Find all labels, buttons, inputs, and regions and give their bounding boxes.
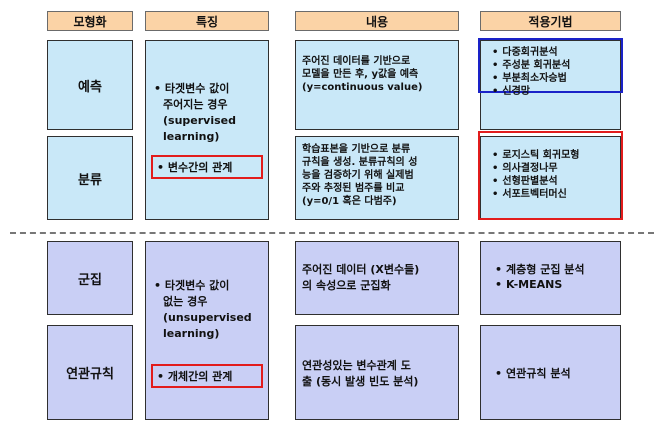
classification-desc-line-1: 학습표본을 기반으로 분류 [302,144,411,155]
bullet-icon: • [154,82,165,95]
unsupervised-features-panel: • 타겟변수 값이 없는 경우 (unsupervised learning) … [145,241,269,420]
prediction-tech-item: 주성분 회귀분석 [492,59,570,72]
association-desc-panel: 연관성있는 변수관계 도 출 (동시 발생 빈도 분석) [295,325,459,420]
classification-desc-panel: 학습표본을 기반으로 분류 규칙을 생성. 분류규칙의 성 능을 검증하기 위해… [295,136,459,220]
model-association-label: 연관규칙 [66,367,114,382]
classification-desc: 학습표본을 기반으로 분류 규칙을 생성. 분류규칙의 성 능을 검증하기 위해… [296,137,458,208]
prediction-techs-highlight: 다중회귀분석 주성분 회귀분석 부분최소자승법 신경망 [478,38,623,97]
header-model-label: 모형화 [73,14,107,29]
clustering-tech-item: 계층형 군집 분석 [495,262,585,277]
model-prediction-label: 예측 [78,79,102,95]
model-classification: 분류 [47,136,133,220]
classification-desc-line-5: (y=0/1 혹은 다범주) [302,196,397,207]
supervised-features-panel: • 타겟변수 값이 주어지는 경우 (supervised learning) … [145,40,269,220]
unsupervised-feature-line-2: 없는 경우 [163,295,208,308]
unsupervised-highlight-label: 개체간의 관계 [167,370,233,383]
header-content-label: 내용 [365,14,389,29]
classification-techs-highlight: 로지스틱 회귀모형 의사결정나무 선형판별분석 서포트벡터머신 [478,131,623,220]
classification-desc-line-4: 주와 추정된 범주를 비교 [302,183,405,194]
clustering-desc: 주어진 데이터 (X변수들) 의 속성으로 군집화 [296,242,458,294]
supervised-feature-line-3: (supervised [163,114,236,127]
clustering-desc-line-2: 의 속성으로 군집화 [302,279,391,292]
clustering-desc-line-1: 주어진 데이터 (X변수들) [302,263,420,276]
classification-techs-list: 로지스틱 회귀모형 의사결정나무 선형판별분석 서포트벡터머신 [486,149,586,201]
model-association: 연관규칙 [47,325,133,420]
prediction-desc-line-3: (y=continuous value) [302,82,423,93]
unsupervised-highlight-box: • 개체간의 관계 [151,364,263,388]
unsupervised-features-text: • 타겟변수 값이 없는 경우 (unsupervised learning) [154,278,266,342]
model-clustering-label: 군집 [78,272,102,288]
classification-tech-item: 의사결정나무 [492,162,580,175]
header-techniques-label: 적용기법 [528,14,573,29]
unsupervised-feature-line-1: 타겟변수 값이 [164,279,230,292]
supervised-highlight-label: 변수간의 관계 [167,161,233,174]
header-techniques: 적용기법 [480,11,621,31]
association-techs-list: 연관규칙 분석 [489,366,577,381]
header-content: 내용 [295,11,459,31]
supervised-feature-line-2: 주어지는 경우 [163,98,228,111]
section-divider [10,232,654,234]
model-classification-label: 분류 [78,172,102,188]
model-prediction: 예측 [47,40,133,130]
clustering-techs-panel: 계층형 군집 분석 K-MEANS [480,241,621,315]
prediction-tech-item: 신경망 [492,85,570,98]
classification-tech-item: 서포트벡터머신 [492,188,580,201]
supervised-feature-line-1: 타겟변수 값이 [164,82,230,95]
classification-desc-line-2: 규칙을 생성. 분류규칙의 성 [302,157,418,168]
association-tech-item: 연관규칙 분석 [495,366,571,381]
unsupervised-feature-line-3: (unsupervised [163,311,252,324]
association-techs-panel: 연관규칙 분석 [480,325,621,420]
header-features: 특징 [145,11,269,31]
prediction-tech-item: 부분최소자승법 [492,72,570,85]
prediction-desc-line-2: 모델을 만든 후, y값을 예측 [302,69,419,80]
clustering-tech-item: K-MEANS [495,277,585,292]
unsupervised-feature-line-4: learning) [163,327,220,340]
supervised-feature-line-4: learning) [163,130,220,143]
association-desc-line-2: 출 (동시 발생 빈도 분석) [302,375,419,388]
clustering-desc-panel: 주어진 데이터 (X변수들) 의 속성으로 군집화 [295,241,459,315]
classification-tech-item: 선형판별분석 [492,175,580,188]
prediction-desc-panel: 주어진 데이터를 기반으로 모델을 만든 후, y값을 예측 (y=contin… [295,40,459,130]
classification-desc-line-3: 능을 검증하기 위해 실제범 [302,170,414,181]
header-model: 모형화 [47,11,133,31]
supervised-features-text: • 타겟변수 값이 주어지는 경우 (supervised learning) [154,81,266,145]
supervised-highlight-box: • 변수간의 관계 [151,155,263,179]
clustering-techs-list: 계층형 군집 분석 K-MEANS [489,262,591,292]
header-features-label: 특징 [195,14,219,29]
bullet-icon: • [154,279,165,292]
prediction-desc: 주어진 데이터를 기반으로 모델을 만든 후, y값을 예측 (y=contin… [296,41,458,94]
classification-tech-item: 로지스틱 회귀모형 [492,149,579,162]
association-desc: 연관성있는 변수관계 도 출 (동시 발생 빈도 분석) [296,326,458,390]
prediction-techs-list: 다중회귀분석 주성분 회귀분석 부분최소자승법 신경망 [486,46,576,98]
bullet-icon: • [157,369,168,383]
prediction-desc-line-1: 주어진 데이터를 기반으로 [302,56,411,67]
model-clustering: 군집 [47,241,133,315]
association-desc-line-1: 연관성있는 변수관계 도 [302,359,411,372]
bullet-icon: • [157,160,168,174]
prediction-tech-item: 다중회귀분석 [492,46,570,59]
